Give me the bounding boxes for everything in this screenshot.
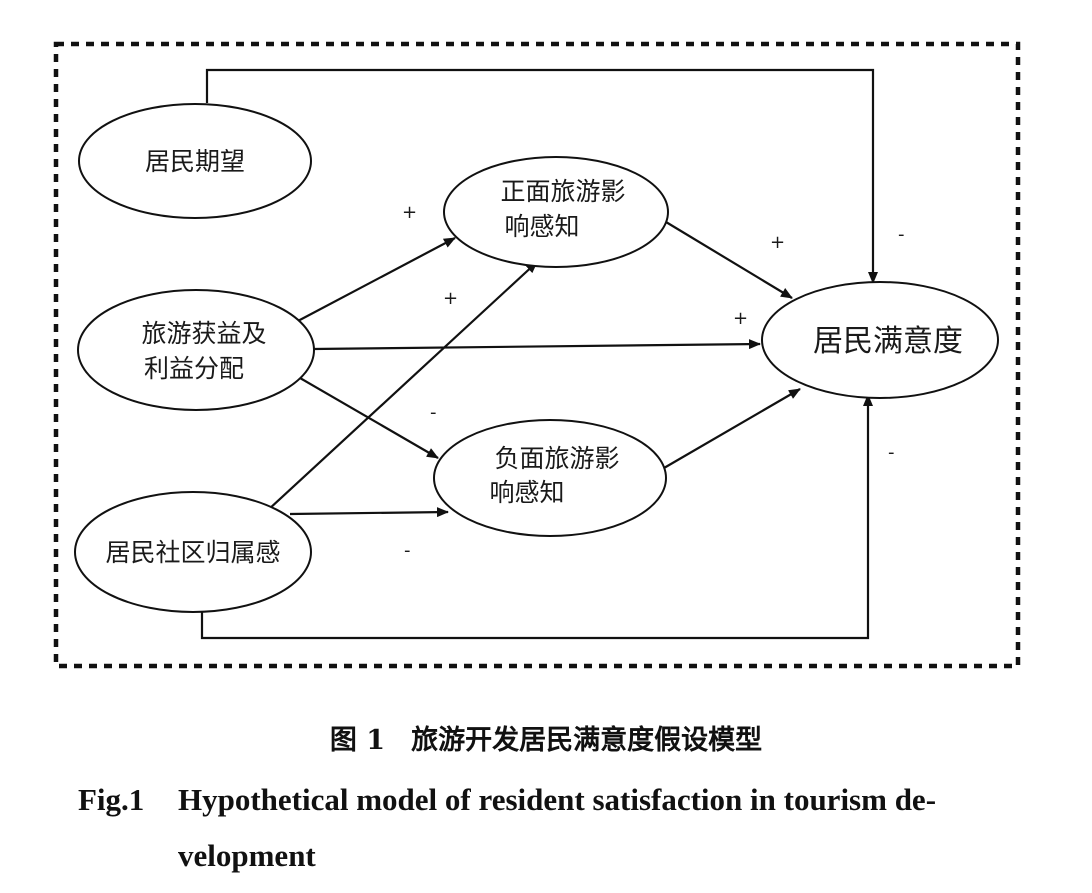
sign-benefit-to-positive: + <box>402 202 417 223</box>
edge-belonging-to-negative <box>289 507 449 518</box>
edge-positive-to-satisfaction <box>665 221 793 299</box>
figure-caption-cn: 图 1 旅游开发居民满意度假设模型 <box>0 718 1092 757</box>
node-negative-impact: 负面旅游影 响感知 <box>433 419 667 537</box>
figure-title-cn: 旅游开发居民满意度假设模型 <box>411 725 763 756</box>
figure-caption-en: Fig.1 Hypothetical model of resident sati… <box>78 772 1018 884</box>
sign-benefit-to-negative: - <box>430 402 437 423</box>
sign-negative-to-satisfaction: - <box>888 442 895 463</box>
figure-number-en: Fig.1 <box>78 782 145 817</box>
hypothesis-model-diagram: 居民期望 旅游获益及 利益分配 居民社区归属感 正面旅游影 响感知 负面旅游影 … <box>53 41 1021 669</box>
node-positive-label-line2: 响感知 <box>504 212 579 241</box>
dashed-frame <box>53 41 1021 669</box>
node-expectation: 居民期望 <box>78 103 312 219</box>
node-positive-label-line1: 正面旅游影 <box>500 177 625 206</box>
node-benefit-label-line2: 利益分配 <box>144 354 244 383</box>
sign-positive-to-satisfaction: + <box>770 232 785 253</box>
node-negative-label-line2: 响感知 <box>489 478 564 507</box>
node-belonging-label: 居民社区归属感 <box>105 538 280 567</box>
node-negative-label-line1: 负面旅游影 <box>494 444 619 473</box>
edge-belonging-to-positive <box>267 261 538 511</box>
sign-belonging-to-positive: + <box>443 288 458 309</box>
edge-benefit-to-positive <box>295 237 456 323</box>
node-benefit-label-line1: 旅游获益及 <box>141 319 266 348</box>
sign-expectation-to-satisfaction: - <box>898 224 905 245</box>
node-benefit-distribution: 旅游获益及 利益分配 <box>77 289 315 411</box>
figure-title-en-line2: velopment <box>178 838 316 873</box>
figure-title-en-line1: Hypothetical model of resident satisfact… <box>178 782 937 817</box>
node-resident-satisfaction: 居民满意度 <box>761 281 999 399</box>
edge-benefit-to-satisfaction <box>312 339 761 351</box>
edge-belonging-to-satisfaction <box>200 394 873 640</box>
node-satisfaction-label: 居民满意度 <box>813 324 963 359</box>
node-community-belonging: 居民社区归属感 <box>74 491 312 613</box>
edge-negative-to-satisfaction <box>663 388 801 469</box>
node-positive-impact: 正面旅游影 响感知 <box>443 156 669 268</box>
edge-expectation-to-satisfaction <box>205 68 878 284</box>
figure-caption-en-line1: Fig.1 Hypothetical model of resident sati… <box>78 772 1018 828</box>
sign-belonging-to-negative: - <box>404 540 411 561</box>
sign-benefit-to-satisfaction: + <box>733 308 748 329</box>
node-expectation-label: 居民期望 <box>145 147 245 176</box>
figure-number-cn: 图 1 <box>329 725 386 756</box>
